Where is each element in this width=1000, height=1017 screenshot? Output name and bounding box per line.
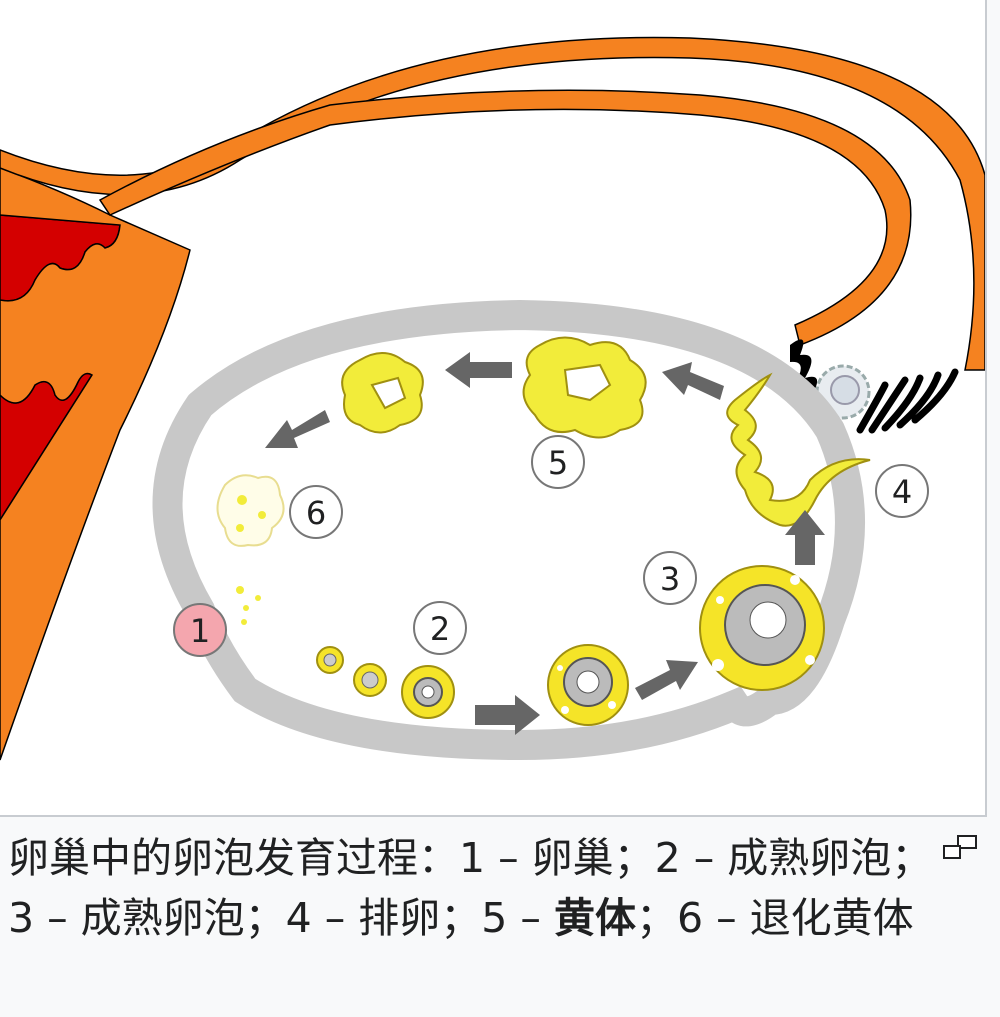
marker-1-label: 1 [190,612,210,650]
diagram-panel: 1 2 3 4 5 6 [0,0,987,817]
corpus-albicans [216,474,285,547]
secondary-follicle [547,644,629,726]
arrow-2-3a [475,695,540,735]
marker-3: 3 [643,551,697,605]
primary-follicle [401,665,455,719]
caption-text-1: 卵巢中的卵泡发育过程：1 – 卵巢；2 – 成熟卵泡；3 – 成熟卵泡；4 – … [8,834,933,942]
mature-follicle [699,565,825,691]
magnify-clip-icon[interactable] [940,834,980,862]
marker-3-label: 3 [660,560,680,598]
corpus-luteum-small [341,352,424,434]
arrow-2-3b [635,660,698,700]
arrow-5-6b [265,410,330,448]
caption-text-2: ；6 – 退化黄体 [635,894,914,942]
arrow-3-4 [785,510,825,565]
residue-dots [236,586,261,625]
ovarian-cycle-diagram: 1 2 3 4 5 6 [0,36,985,761]
ruptured-follicle [726,372,871,527]
primordial-follicle-1 [316,646,344,674]
ovary-outline [152,299,865,761]
marker-6: 6 [289,485,343,539]
marker-2: 2 [413,601,467,655]
marker-4: 4 [875,464,929,518]
corpus-luteum [522,336,647,439]
marker-6-label: 6 [306,494,326,532]
uterus-body [0,167,191,761]
marker-5-label: 5 [548,444,568,482]
caption-bold-term[interactable]: 黄体 [553,894,636,942]
arrow-5-6a [445,352,512,388]
marker-5: 5 [531,435,585,489]
marker-2-label: 2 [430,610,450,648]
marker-4-label: 4 [892,473,912,511]
figure-caption: 卵巢中的卵泡发育过程：1 – 卵巢；2 – 成熟卵泡；3 – 成熟卵泡；4 – … [8,828,938,948]
primordial-follicle-2 [353,663,387,697]
fimbriae-right [856,368,959,434]
arrow-4-5 [662,362,724,400]
marker-1: 1 [173,603,227,657]
